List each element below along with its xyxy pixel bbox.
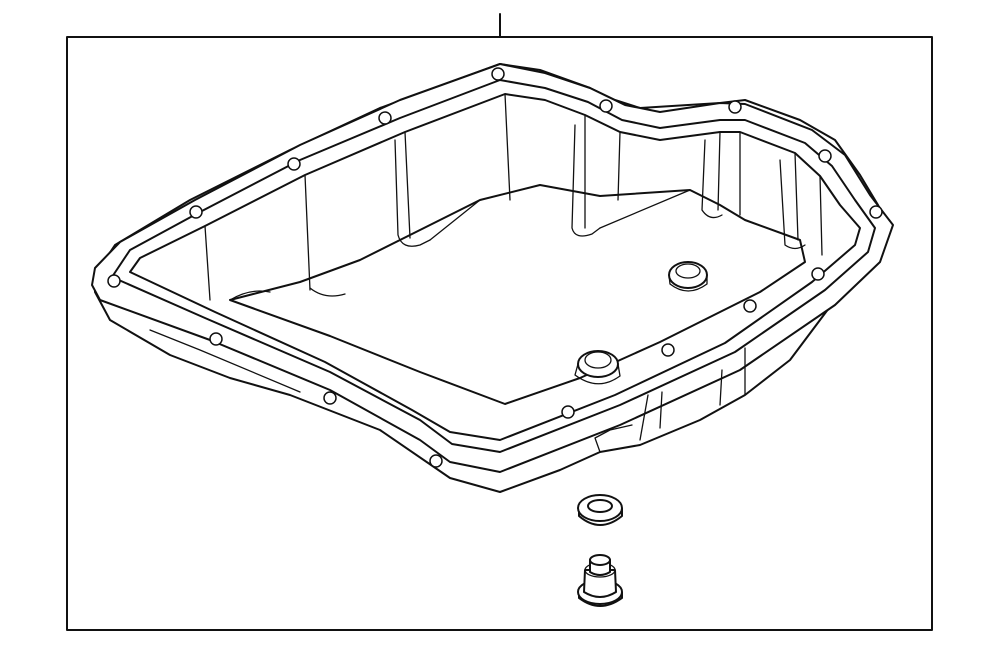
gasket-ring-icon: [577, 494, 623, 526]
drain-plug-icon: [577, 554, 623, 607]
bolt-holes: [107, 67, 883, 468]
oil-pan-icon: [91, 63, 894, 493]
diagram-frame: [66, 36, 933, 631]
